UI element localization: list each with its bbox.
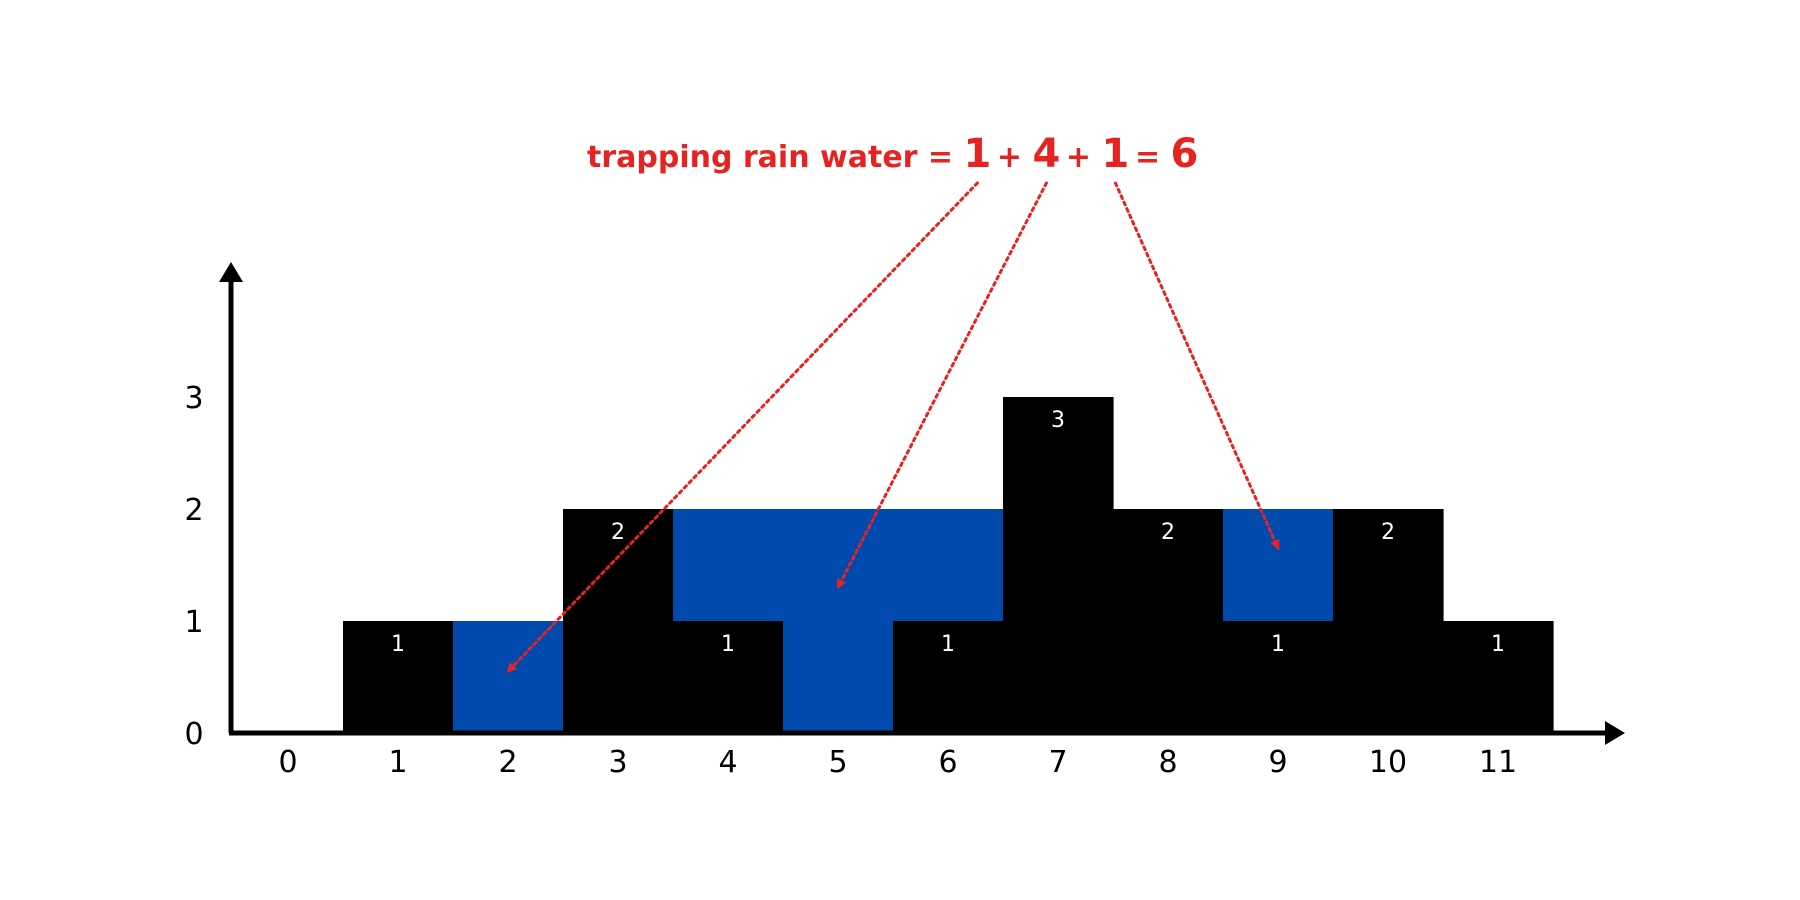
annotation-term-3: 1: [1102, 131, 1130, 177]
annotation-arrow-2: [836, 181, 1048, 590]
annotation-equals: =: [1135, 140, 1171, 175]
y-tick-label-2: 2: [184, 493, 203, 528]
x-tick-label-10: 10: [1369, 745, 1407, 780]
bar-value-label-9: 1: [1271, 632, 1285, 657]
x-tick-label-2: 2: [498, 745, 517, 780]
elevation-bar-3: [563, 509, 674, 733]
bar-value-label-11: 1: [1491, 632, 1505, 657]
x-tick-label-11: 11: [1479, 745, 1517, 780]
bar-value-label-7: 3: [1051, 408, 1065, 433]
x-tick-label-8: 8: [1158, 745, 1177, 780]
water-bar-4: [673, 509, 784, 621]
annotation-equation: trapping rain water = 1 + 4 + 1 = 6: [587, 131, 1198, 177]
bar-value-label-3: 2: [611, 520, 625, 545]
x-tick-labels: 0 1 2 3 4 5 6 7 8 9 10 11: [278, 745, 1517, 780]
elevation-bar-4: [673, 621, 784, 733]
y-tick-labels: 0 1 2 3: [184, 381, 203, 752]
x-tick-label-7: 7: [1048, 745, 1067, 780]
annotation-arrows: [506, 181, 1280, 673]
y-tick-label-1: 1: [184, 605, 203, 640]
annotation-arrow-3: [1113, 181, 1280, 551]
elevation-bar-11: [1443, 621, 1554, 733]
water-bar-2: [453, 621, 564, 733]
x-tick-label-0: 0: [278, 745, 297, 780]
x-tick-label-1: 1: [388, 745, 407, 780]
annotation-plus-1: +: [997, 140, 1033, 175]
axes: [219, 262, 1625, 745]
x-tick-label-5: 5: [828, 745, 847, 780]
elevation-bar-6: [893, 621, 1004, 733]
annotation-term-1: 1: [963, 131, 991, 177]
water-bar-9: [1223, 509, 1334, 621]
elevation-bar-8: [1113, 509, 1224, 733]
bar-value-labels: 1 2 1 1 3 2 1 2 1: [391, 408, 1505, 657]
annotation-total: 6: [1171, 131, 1199, 177]
bar-value-label-4: 1: [721, 632, 735, 657]
y-tick-label-3: 3: [184, 381, 203, 416]
annotation-prefix: trapping rain water =: [587, 140, 963, 175]
bar-value-label-8: 2: [1161, 520, 1175, 545]
annotation-term-2: 4: [1033, 131, 1061, 177]
elevation-bar-7: [1003, 397, 1114, 733]
x-tick-label-6: 6: [938, 745, 957, 780]
bars-layer: [343, 397, 1554, 733]
bar-value-label-10: 2: [1381, 520, 1395, 545]
annotation-plus-2: +: [1066, 140, 1102, 175]
bar-value-label-6: 1: [941, 632, 955, 657]
x-tick-label-9: 9: [1268, 745, 1287, 780]
annotation-arrow-1: [506, 181, 979, 673]
x-tick-label-4: 4: [718, 745, 737, 780]
x-tick-label-3: 3: [608, 745, 627, 780]
y-tick-label-0: 0: [184, 717, 203, 752]
elevation-bar-1: [343, 621, 454, 733]
elevation-bar-9: [1223, 621, 1334, 733]
x-axis-arrowhead: [1605, 721, 1625, 745]
y-axis-arrowhead: [219, 262, 243, 282]
elevation-bar-10: [1333, 509, 1444, 733]
water-bar-5: [783, 509, 894, 733]
water-bar-6: [893, 509, 1004, 621]
bar-value-label-1: 1: [391, 632, 405, 657]
